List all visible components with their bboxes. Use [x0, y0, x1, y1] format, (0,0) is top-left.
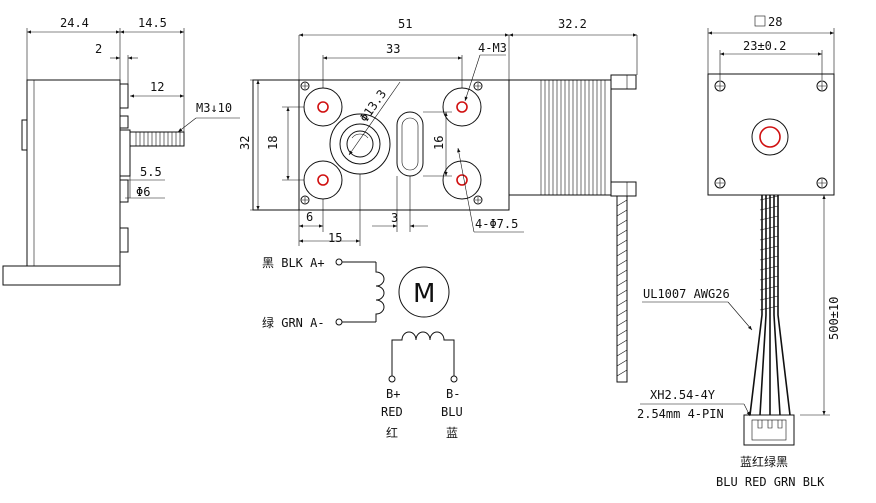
dim-6: 6: [306, 210, 313, 224]
dim-51: 51: [398, 17, 412, 31]
end-view: 28 23±0.2 500±10 UL1007 AWG26 XH2.54-4Y …: [637, 15, 841, 489]
wiring-diagram: 黑 BLK A+ 绿 GRN A- M B+ RED 红 B- BLU 蓝: [262, 256, 463, 440]
label-b-plus-color: RED: [381, 405, 403, 419]
label-b-plus-cn: 红: [386, 425, 398, 440]
dim-phi13-3: Φ13.3: [357, 87, 389, 125]
dim-500: 500±10: [827, 297, 841, 340]
dim-14-5: 14.5: [138, 16, 167, 30]
label-b-minus: B-: [446, 387, 460, 401]
label-b-minus-color: BLU: [441, 405, 463, 419]
dim-m3-depth: M3↓10: [196, 101, 232, 115]
dim-5-5: 5.5: [140, 165, 162, 179]
dim-32-2: 32.2: [558, 17, 587, 31]
dim-square-28: 28: [768, 15, 782, 29]
dim-32: 32: [238, 136, 252, 150]
connector-pitch-label: 2.54mm 4-PIN: [637, 407, 724, 421]
dim-24-4: 24.4: [60, 16, 89, 30]
dim-4-m3: 4-M3: [478, 41, 507, 55]
dim-3: 3: [391, 211, 398, 225]
cable-spec-label: UL1007 AWG26: [643, 287, 730, 301]
dim-18: 18: [266, 136, 280, 150]
label-b-minus-cn: 蓝: [446, 426, 458, 440]
dim-2: 2: [95, 42, 102, 56]
dim-15: 15: [328, 231, 342, 245]
label-a-plus: 黑 BLK A+: [262, 256, 325, 270]
pin-colors-cn: 蓝红绿黑: [740, 454, 788, 469]
dim-16: 16: [432, 136, 446, 150]
dim-12: 12: [150, 80, 164, 94]
pin-colors-en: BLU RED GRN BLK: [716, 475, 825, 489]
label-b-plus: B+: [386, 387, 400, 401]
motor-symbol-icon: [398, 266, 450, 318]
dim-4-phi7-5: 4-Φ7.5: [475, 217, 518, 231]
dim-33: 33: [386, 42, 400, 56]
dim-phi6: Φ6: [136, 185, 150, 199]
motor-symbol-letter: M: [413, 279, 435, 309]
side-view: 24.4 14.5 2 12 M3↓10 5.5 Φ6: [2, 16, 240, 286]
label-a-minus: 绿 GRN A-: [262, 315, 325, 330]
dim-23: 23±0.2: [743, 39, 786, 53]
connector-type-label: XH2.54-4Y: [650, 388, 716, 402]
